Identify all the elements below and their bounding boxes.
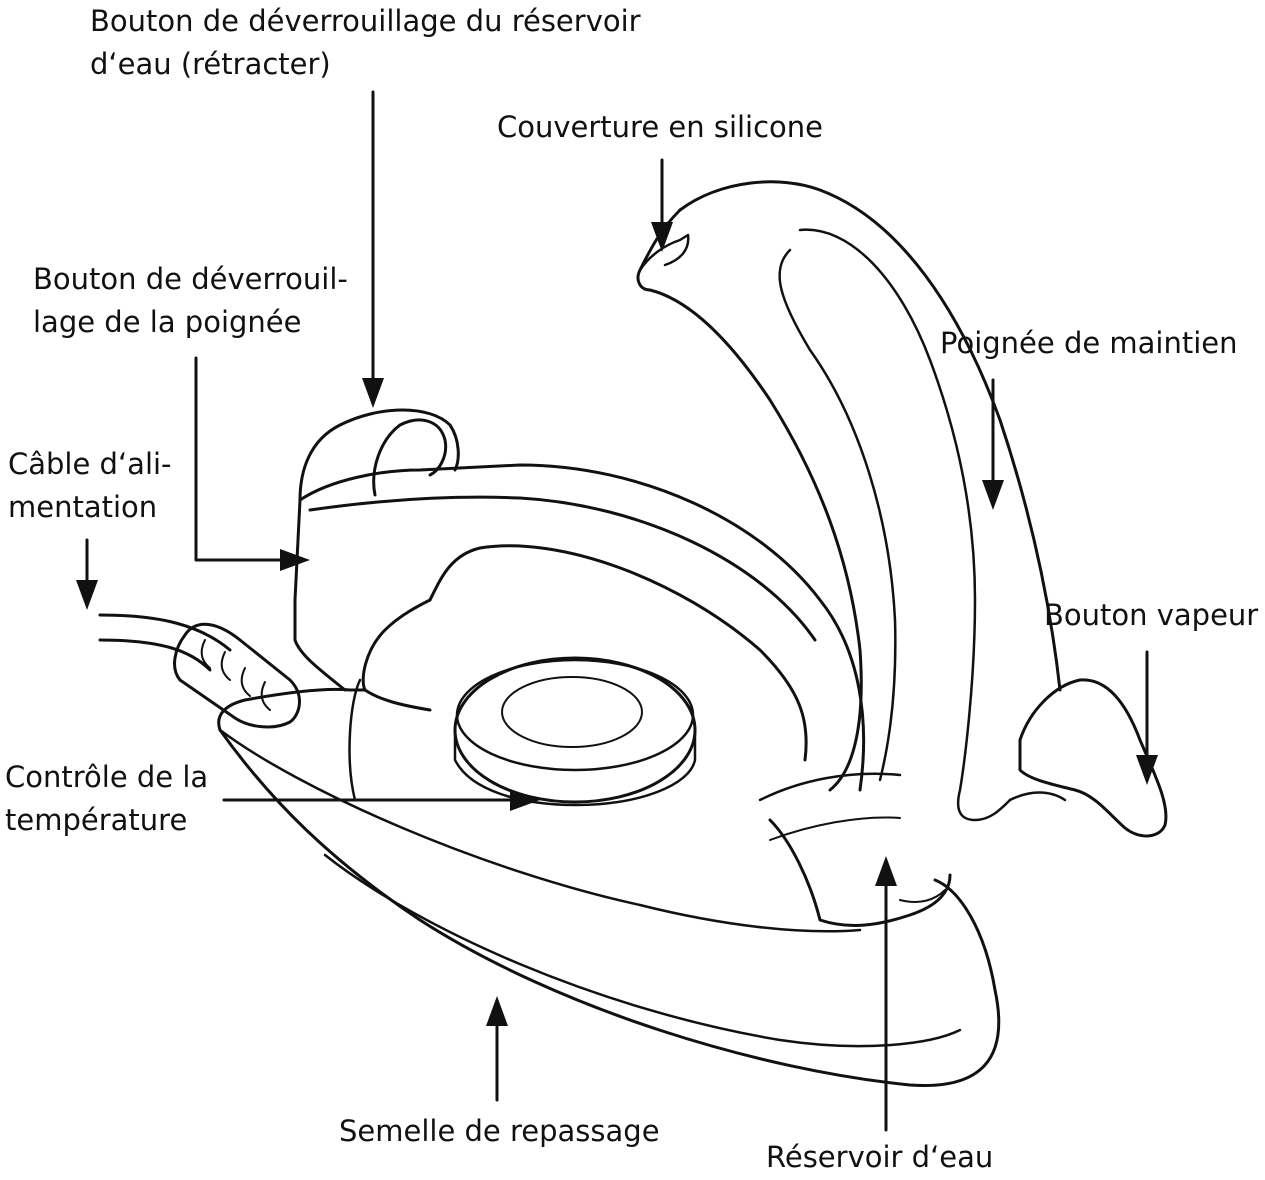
iron-body	[217, 687, 432, 732]
label-line: lage de la poignée	[33, 305, 302, 339]
water-tank	[768, 818, 952, 927]
silicone-cover	[638, 233, 690, 272]
label-line: Réservoir d‘eau	[766, 1140, 994, 1174]
cord-sleeve	[173, 622, 301, 729]
label-line: d‘eau (rétracter)	[90, 47, 331, 81]
iron-body-side	[218, 728, 862, 933]
label-grip-handle: Poignée de maintien	[940, 322, 1238, 365]
label-temperature-control: Contrôle de la température	[5, 756, 208, 842]
reservoir-release-button	[298, 408, 460, 502]
label-line: Câble d‘ali-	[8, 447, 172, 481]
label-line: Bouton de déverrouillage du réservoir	[90, 4, 641, 38]
label-line: Poignée de maintien	[940, 326, 1238, 360]
label-power-cable: Câble d‘ali- mentation	[8, 443, 172, 529]
soleplate	[218, 728, 1001, 1088]
label-line: Contrôle de la	[5, 760, 209, 794]
label-silicone-cover: Couverture en silicone	[497, 106, 823, 149]
front-housing	[298, 463, 866, 792]
label-line: température	[5, 803, 188, 837]
grip-handle	[678, 180, 1062, 692]
label-line: Couverture en silicone	[497, 110, 824, 144]
temperature-dial	[453, 656, 697, 804]
steam-button	[1018, 678, 1168, 838]
label-steam-button: Bouton vapeur	[1044, 594, 1258, 637]
label-reservoir-release: Bouton de déverrouillage du réservoir d‘…	[90, 0, 641, 86]
inner-arch	[428, 544, 808, 762]
label-line: Bouton de déverrouil-	[33, 262, 348, 296]
label-soleplate: Semelle de repassage	[339, 1110, 660, 1153]
soleplate-edge	[323, 853, 962, 1048]
label-line: mentation	[8, 490, 158, 524]
power-cord	[98, 613, 232, 652]
label-line: Bouton vapeur	[1044, 598, 1259, 632]
callout-arrows	[76, 90, 1158, 1132]
label-line: Semelle de repassage	[339, 1114, 660, 1148]
label-water-tank: Réservoir d‘eau	[766, 1136, 993, 1179]
label-handle-release: Bouton de déverrouil- lage de la poignée	[33, 258, 348, 344]
